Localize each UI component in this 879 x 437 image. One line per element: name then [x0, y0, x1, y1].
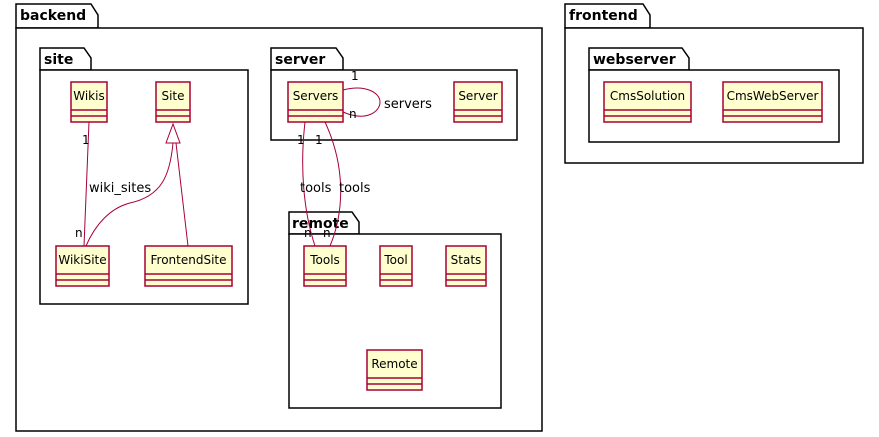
edge-servers-tools-a: [302, 121, 316, 247]
class-wikisite[interactable]: WikiSite: [55, 245, 110, 287]
class-remote[interactable]: Remote: [366, 349, 423, 391]
class-cmswebserver-name: CmsWebServer: [727, 89, 819, 103]
class-server-name: Server: [458, 89, 497, 103]
class-tool-name: Tool: [383, 253, 407, 267]
edge-servers-tools-b: [324, 121, 342, 247]
multiplicity-tools-a-1: 1: [297, 133, 305, 147]
multiplicity-servers-self-1: 1: [351, 69, 359, 83]
class-cmswebserver[interactable]: CmsWebServer: [722, 81, 823, 123]
class-cmssolution-name: CmsSolution: [610, 89, 685, 103]
class-server[interactable]: Server: [453, 81, 503, 123]
class-frontendsite-name: FrontendSite: [151, 253, 227, 267]
class-frontendsite[interactable]: FrontendSite: [144, 245, 233, 287]
package-site-label: site: [44, 52, 73, 68]
multiplicity-tools-b-n: n: [323, 226, 331, 240]
class-wikis-name: Wikis: [73, 89, 104, 103]
edge-label-tools-b: tools: [339, 181, 371, 196]
multiplicity-tools-a-n: n: [304, 226, 312, 240]
edge-label-servers: servers: [384, 97, 432, 112]
edge-frontendsite-extends-site: [175, 142, 189, 247]
multiplicity-wikisite-n: n: [75, 226, 83, 240]
class-site[interactable]: Site: [155, 81, 191, 123]
edge-wiki-sites: [83, 121, 90, 247]
class-wikisite-name: WikiSite: [58, 253, 106, 267]
edge-wikisite-extends-site: [85, 142, 174, 247]
class-servers-name: Servers: [293, 89, 339, 103]
class-tools[interactable]: Tools: [303, 245, 347, 287]
class-wikis[interactable]: Wikis: [70, 81, 108, 123]
package-remote-label: remote: [292, 216, 349, 232]
edge-label-wiki-sites: wiki_sites: [89, 181, 151, 196]
package-server-label: server: [275, 52, 325, 68]
class-cmssolution[interactable]: CmsSolution: [603, 81, 692, 123]
class-servers[interactable]: Servers: [287, 81, 344, 123]
class-tool[interactable]: Tool: [379, 245, 413, 287]
multiplicity-tools-b-1: 1: [315, 133, 323, 147]
class-tools-name: Tools: [309, 253, 340, 267]
edge-label-tools-a: tools: [300, 181, 332, 196]
generalization-arrowhead: [165, 122, 181, 144]
package-webserver-label: webserver: [593, 52, 676, 68]
multiplicity-servers-self-n: n: [349, 107, 357, 121]
class-remote-name: Remote: [371, 357, 417, 371]
package-frontend-label: frontend: [569, 8, 638, 24]
edge-servers-self: [342, 87, 381, 117]
package-backend-label: backend: [20, 8, 86, 24]
class-stats[interactable]: Stats: [445, 245, 487, 287]
multiplicity-wikis-1: 1: [82, 133, 90, 147]
class-stats-name: Stats: [451, 253, 482, 267]
class-site-name: Site: [161, 89, 184, 103]
